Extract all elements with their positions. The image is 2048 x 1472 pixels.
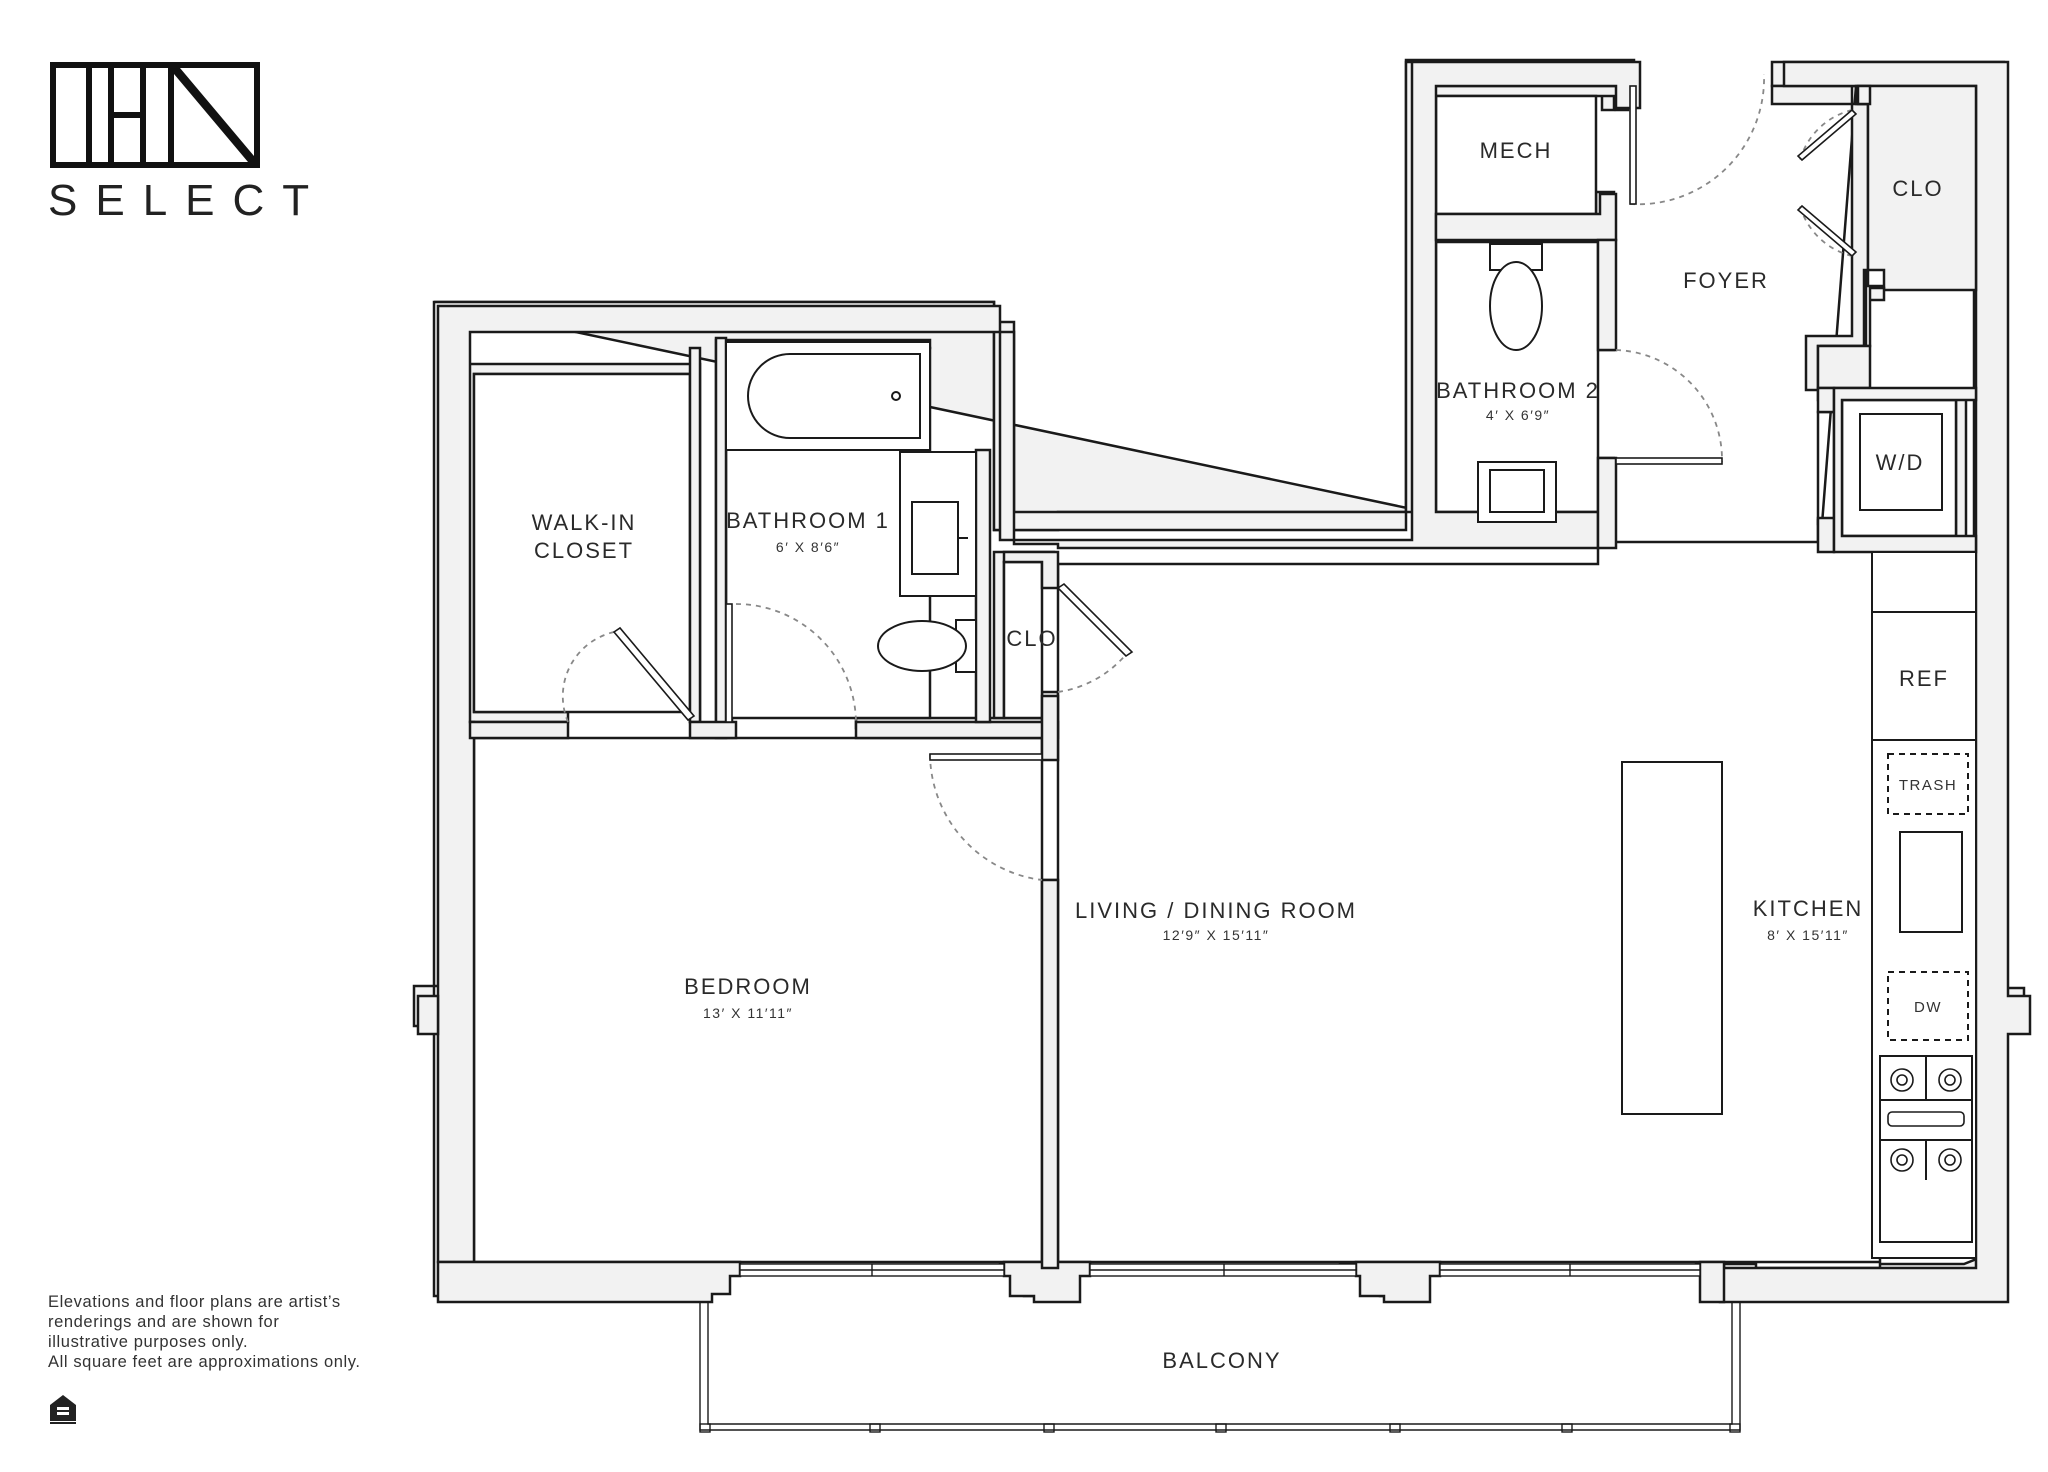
- bath2-sink: [1477, 461, 1557, 523]
- label-trash: TRASH: [1899, 777, 1957, 794]
- kitchen-counter: [1871, 551, 1977, 1259]
- dw-box: [1887, 971, 1969, 1041]
- label-clo-foyer: CLO: [1892, 176, 1943, 201]
- label-mech: MECH: [1480, 138, 1553, 163]
- door-swings: [561, 73, 1853, 881]
- label-foyer: FOYER: [1683, 268, 1769, 293]
- equal-housing-opportunity-icon: [50, 1395, 76, 1424]
- walk-in-closet-area: [472, 372, 692, 714]
- sink-box: [1899, 831, 1963, 933]
- clo-hall-area: [1002, 560, 1044, 720]
- mech-area: [1434, 94, 1598, 216]
- label-dw: DW: [1914, 999, 1942, 1016]
- label-balcony: BALCONY: [1162, 1348, 1281, 1373]
- label-kitchen: KITCHEN: [1753, 896, 1864, 921]
- disclaimer-line: Elevations and floor plans are artist’s: [48, 1293, 341, 1311]
- dims-living: 12′9″ X 15′11″: [1163, 927, 1270, 943]
- label-bedroom: BEDROOM: [684, 974, 812, 999]
- heavy-walls: [416, 60, 2032, 1304]
- dims-bedroom: 13′ X 11′11″: [703, 1005, 793, 1021]
- washer-dryer: [1859, 413, 1943, 511]
- bathtub: [725, 341, 931, 451]
- disclaimer-line: renderings and are shown for: [48, 1313, 280, 1331]
- disclaimer-line: illustrative purposes only.: [48, 1333, 249, 1351]
- logo-subtitle: SELECT: [48, 176, 328, 225]
- kitchen-island: [1621, 761, 1723, 1115]
- burners: [1887, 1068, 1965, 1172]
- label-walkin-2: CLOSET: [534, 538, 634, 563]
- bedroom-area: [472, 736, 1044, 1264]
- label-walkin-1: WALK-IN: [532, 510, 637, 535]
- label-bathroom1: BATHROOM 1: [726, 508, 890, 533]
- disclaimer: Elevations and floor plans are artist’s …: [48, 1292, 361, 1372]
- dims-bathroom1: 6′ X 8′6″: [776, 539, 840, 555]
- bath1-vanity: [899, 451, 977, 597]
- label-wd: W/D: [1876, 450, 1925, 475]
- label-clo-hall: CLO: [1006, 626, 1057, 651]
- label-living: LIVING / DINING ROOM: [1075, 898, 1357, 923]
- balcony: [699, 1301, 1741, 1433]
- label-ref: REF: [1899, 666, 1949, 691]
- bath1-toilet: [877, 619, 977, 673]
- label-bathroom2: BATHROOM 2: [1436, 378, 1600, 403]
- bath2-toilet: [1489, 243, 1543, 351]
- dims-kitchen: 8′ X 15′11″: [1767, 927, 1849, 943]
- dims-bathroom2: 4′ X 6′9″: [1486, 407, 1550, 423]
- ten-logo: [50, 62, 260, 168]
- windows: [739, 1263, 1701, 1277]
- trash-box: [1887, 753, 1969, 815]
- disclaimer-line: All square feet are approximations only.: [48, 1353, 361, 1371]
- room-labels: MECH CLO FOYER BATHROOM 2 4′ X 6′9″ W/D …: [532, 138, 1957, 1373]
- fridge-box: [1871, 611, 1977, 741]
- door-leaves: [612, 85, 1858, 761]
